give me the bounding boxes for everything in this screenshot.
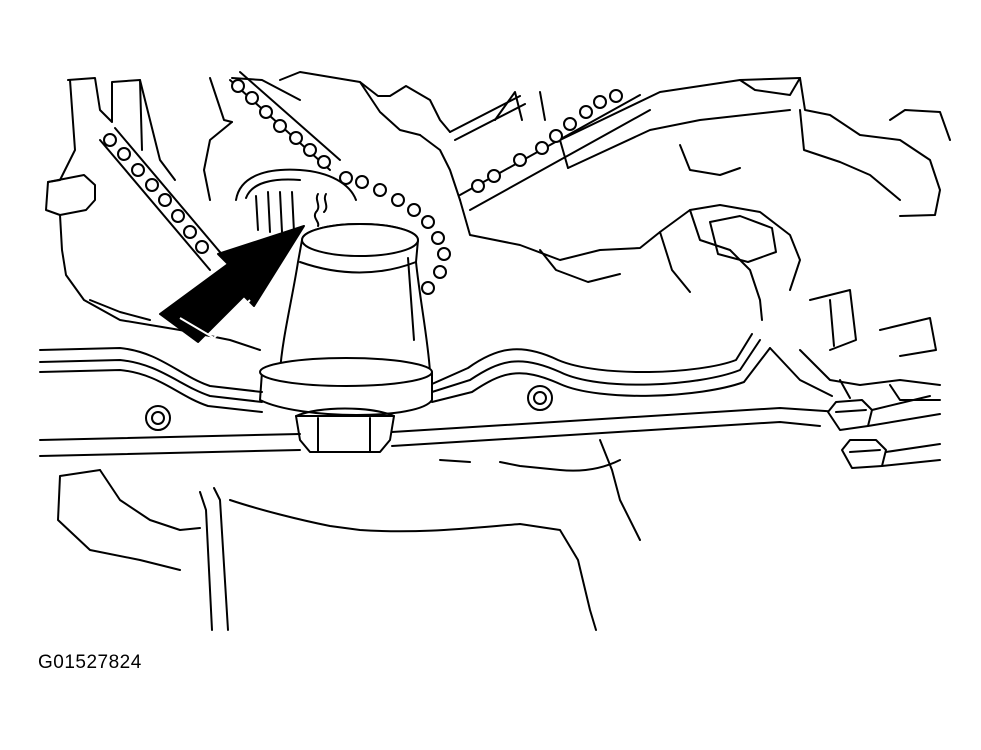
- flange-bolt-hole-left: [145, 405, 171, 431]
- pointer-arrow: [159, 225, 305, 343]
- keyway-mark: [313, 193, 320, 227]
- chain-links-right: [471, 89, 623, 193]
- crankshaft-sprocket: [235, 168, 357, 233]
- engine-block-outline: [45, 71, 951, 401]
- bolt-lower: [841, 439, 887, 469]
- figure-id-label: G01527824: [38, 652, 142, 673]
- chain-links-left: [103, 133, 209, 254]
- right-bolts: [827, 395, 941, 469]
- oil-pan-flange: [39, 333, 841, 457]
- flange-bolt-hole-center: [527, 385, 553, 411]
- chain-links-upper: [231, 79, 331, 169]
- chain-links-sprocket: [339, 171, 451, 295]
- oil-pan-body: [57, 439, 641, 631]
- crankshaft-pulley-holder-tool: [259, 223, 433, 453]
- timing-chain: [99, 71, 651, 295]
- bolt-upper: [827, 399, 873, 431]
